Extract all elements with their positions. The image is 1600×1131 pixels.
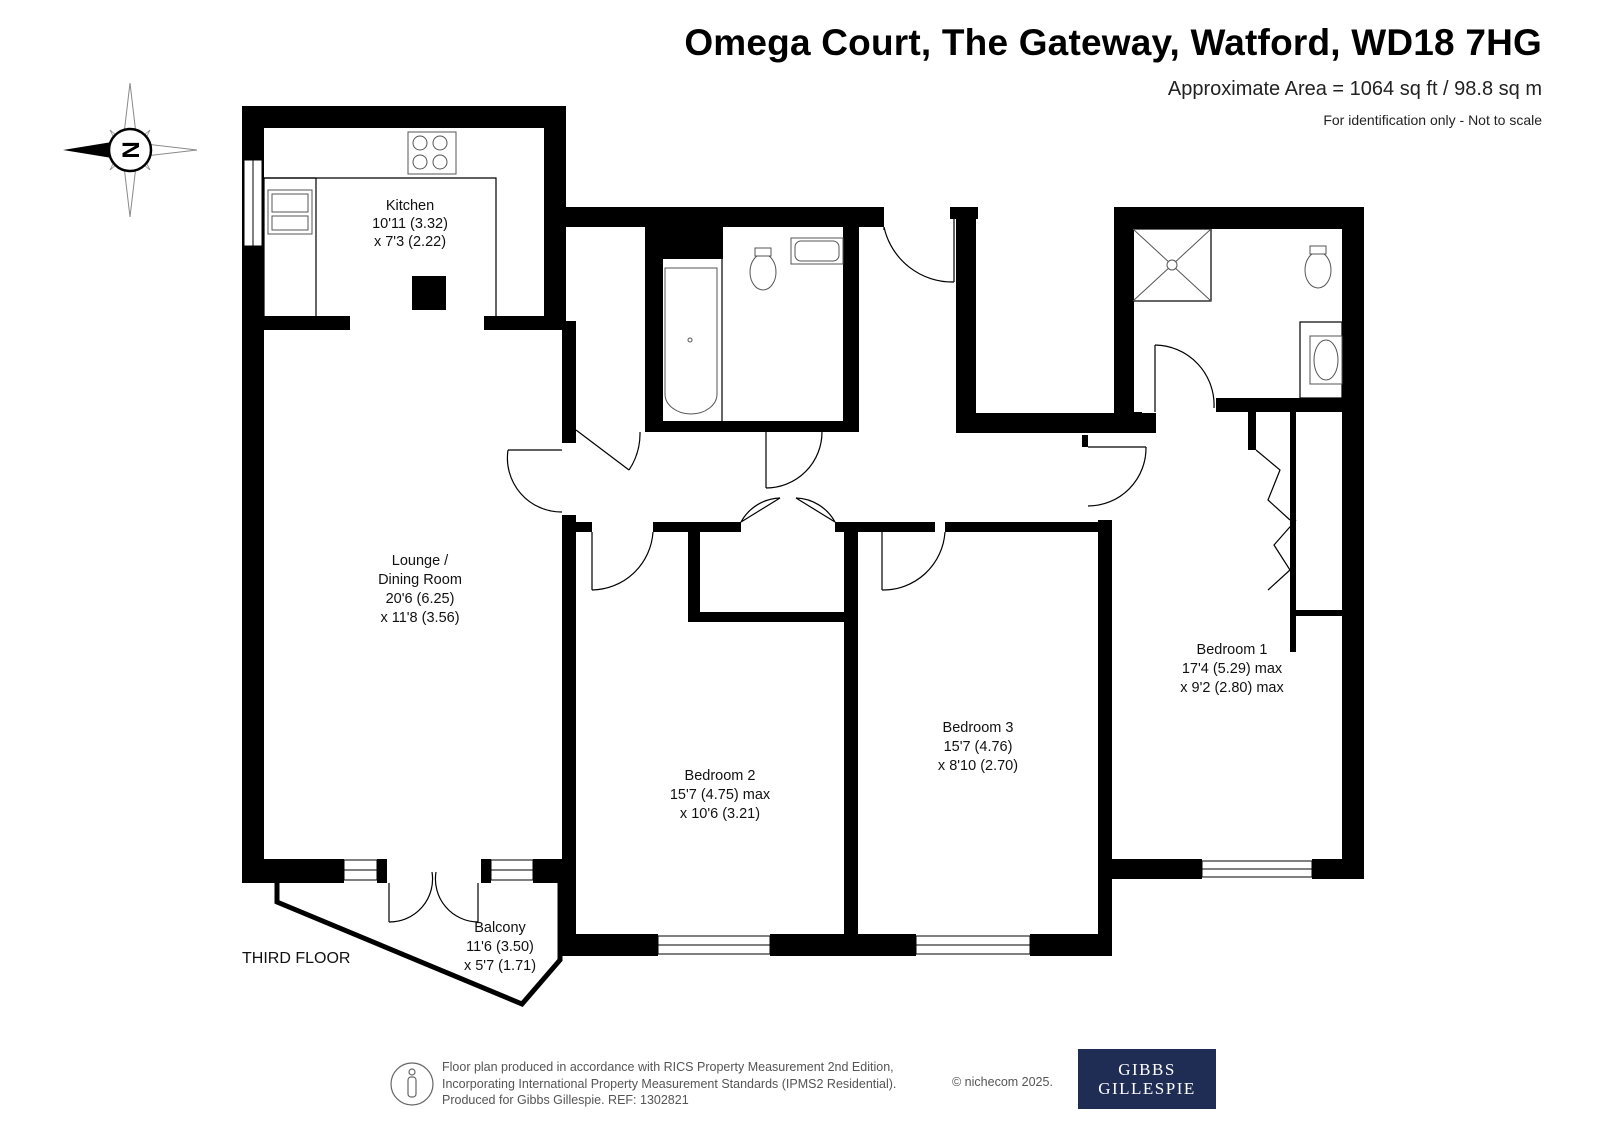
- bedroom2-dim1: 15'7 (4.75) max: [670, 787, 771, 803]
- room-bedroom3: Bedroom 3 15'7 (4.76) x 8'10 (2.70): [938, 720, 1018, 774]
- bedroom3-name: Bedroom 3: [943, 720, 1014, 736]
- bedroom1-dim2: x 9'2 (2.80) max: [1180, 680, 1284, 696]
- lounge-dim1: 20'6 (6.25): [386, 591, 455, 607]
- room-kitchen: Kitchen 10'11 (3.32) x 7'3 (2.22): [372, 198, 448, 250]
- lounge-name: Lounge /: [392, 553, 449, 569]
- kitchen-dim1: 10'11 (3.32): [372, 216, 448, 232]
- compass-letter: N: [118, 141, 145, 158]
- doors: [388, 212, 1297, 923]
- footer-line2: Incorporating International Property Mea…: [442, 1076, 897, 1091]
- bedroom1-name: Bedroom 1: [1197, 642, 1268, 658]
- fixtures: [267, 131, 1343, 415]
- person-icon: [390, 1062, 434, 1106]
- page-title: Omega Court, The Gateway, Watford, WD18 …: [684, 22, 1542, 63]
- room-lounge: Lounge / Dining Room 20'6 (6.25) x 11'8 …: [378, 553, 462, 626]
- gibbs-gillespie-logo: GIBBS GILLESPIE: [1078, 1049, 1216, 1109]
- balcony-dim1: 11'6 (3.50): [466, 939, 534, 955]
- room-balcony: Balcony 11'6 (3.50) x 5'7 (1.71): [464, 920, 536, 974]
- bedroom2-name: Bedroom 2: [685, 768, 756, 784]
- balcony-dim2: x 5'7 (1.71): [464, 958, 536, 974]
- footer-notes: Floor plan produced in accordance with R…: [442, 1059, 896, 1109]
- bedroom3-dim1: 15'7 (4.76): [944, 739, 1013, 755]
- balcony-name: Balcony: [474, 920, 526, 936]
- walls: [242, 106, 1364, 956]
- bedroom3-dim2: x 8'10 (2.70): [938, 758, 1018, 774]
- copyright: © nichecom 2025.: [952, 1075, 1053, 1089]
- footer-line3: Produced for Gibbs Gillespie. REF: 13028…: [442, 1093, 689, 1107]
- room-bedroom2: Bedroom 2 15'7 (4.75) max x 10'6 (3.21): [670, 768, 771, 822]
- disclaimer: For identification only - Not to scale: [1323, 112, 1542, 128]
- bedroom1-dim1: 17'4 (5.29) max: [1182, 661, 1283, 677]
- lounge-name2: Dining Room: [378, 572, 462, 588]
- logo-line2: GILLESPIE: [1098, 1079, 1196, 1098]
- compass-icon: N: [63, 82, 198, 218]
- room-bedroom1: Bedroom 1 17'4 (5.29) max x 9'2 (2.80) m…: [1180, 642, 1284, 696]
- kitchen-name: Kitchen: [386, 198, 434, 214]
- bedroom2-dim2: x 10'6 (3.21): [680, 806, 760, 822]
- logo-line1: GIBBS: [1118, 1060, 1176, 1079]
- lounge-dim2: x 11'8 (3.56): [380, 610, 459, 626]
- windows: [243, 159, 1313, 955]
- approximate-area: Approximate Area = 1064 sq ft / 98.8 sq …: [1167, 78, 1542, 100]
- kitchen-dim2: x 7'3 (2.22): [374, 234, 446, 250]
- counters: [263, 177, 1343, 421]
- footer-line1: Floor plan produced in accordance with R…: [442, 1060, 894, 1074]
- balcony-outline: [274, 883, 563, 1008]
- floor-label: THIRD FLOOR: [242, 950, 350, 967]
